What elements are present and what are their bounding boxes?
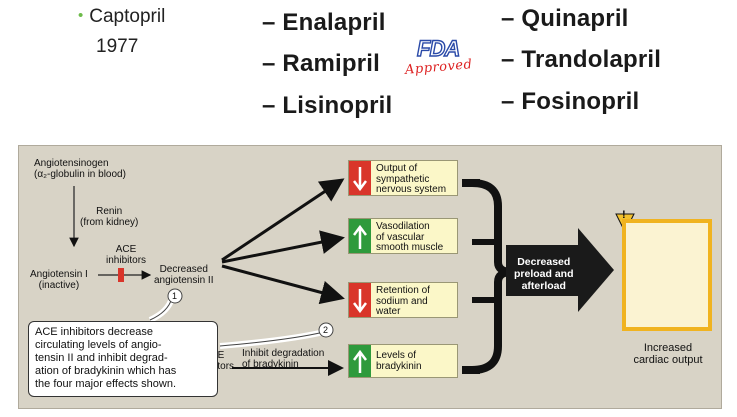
effect-box-sodium: Retention of sodium and water [348, 282, 458, 318]
up-arrow-icon [349, 219, 371, 253]
drug-col2-item: – Fosinopril [501, 88, 640, 115]
effect-label: Output of sympathetic nervous system [376, 163, 447, 195]
ace-block-icon [118, 268, 124, 282]
angiotensin-i-label: Angiotensin I (inactive) [30, 269, 88, 291]
callout-text: ACE inhibitors decrease circulating leve… [35, 326, 177, 390]
callout-marker-1-label: 1 [172, 291, 178, 301]
down-arrow-icon [349, 161, 371, 195]
bullet-icon: • [78, 7, 84, 24]
callout-marker-1 [167, 288, 183, 304]
effect-box-sympathetic: Output of sympathetic nervous system [348, 160, 458, 196]
drug-col1-item: – Enalapril [262, 9, 386, 36]
first-drug: • Captopril [78, 6, 165, 28]
first-drug-name: Captopril [89, 6, 166, 27]
ace-inhibitors-label: ACE inhibitors [106, 244, 147, 266]
drug-col2-item: – Trandolapril [501, 46, 662, 73]
angiotensinogen-label: Angiotensinogen (α₂-globulin in blood) [34, 158, 126, 180]
effect-box-vasodilation: Vasodilation of vascular smooth muscle [348, 218, 458, 254]
first-drug-year: 1977 [96, 36, 139, 57]
fan-arrow-3 [221, 264, 345, 305]
cardiac-output-box [622, 219, 712, 331]
angiotensin-ii-label: Decreased angiotensin II [154, 264, 214, 286]
drug-col1-item: – Lisinopril [262, 92, 393, 119]
down-arrow-icon [349, 283, 371, 317]
fan-arrow-1 [221, 178, 345, 262]
callout-box: ACE inhibitors decrease circulating leve… [28, 321, 218, 397]
inhibit-bradykinin-label: Inhibit degradation of bradykinin [242, 348, 325, 370]
result-arrow-shape [506, 228, 614, 312]
result-arrow-label: Decreased preload and afterload [514, 256, 574, 292]
effect-box-bradykinin: Levels of bradykinin [348, 344, 458, 378]
fda-approved-logo: FDA Approved [403, 35, 499, 80]
effect-label: Levels of bradykinin [376, 350, 422, 372]
drug-col2-item: – Quinapril [501, 5, 629, 32]
fda-word: FDA [416, 35, 461, 61]
drug-col1-item: – Ramipril [262, 50, 381, 77]
up-arrow-icon [349, 345, 371, 377]
callout-marker-2-label: 2 [323, 325, 329, 335]
warning-mark: ! [622, 209, 626, 221]
effect-label: Vasodilation of vascular smooth muscle [376, 221, 444, 253]
renin-label: Renin (from kidney) [80, 206, 139, 228]
effect-label: Retention of sodium and water [376, 285, 430, 317]
callout-marker-2 [318, 322, 334, 338]
outcome-label: Increased cardiac output [633, 342, 703, 366]
fan-arrow-2 [221, 230, 345, 264]
